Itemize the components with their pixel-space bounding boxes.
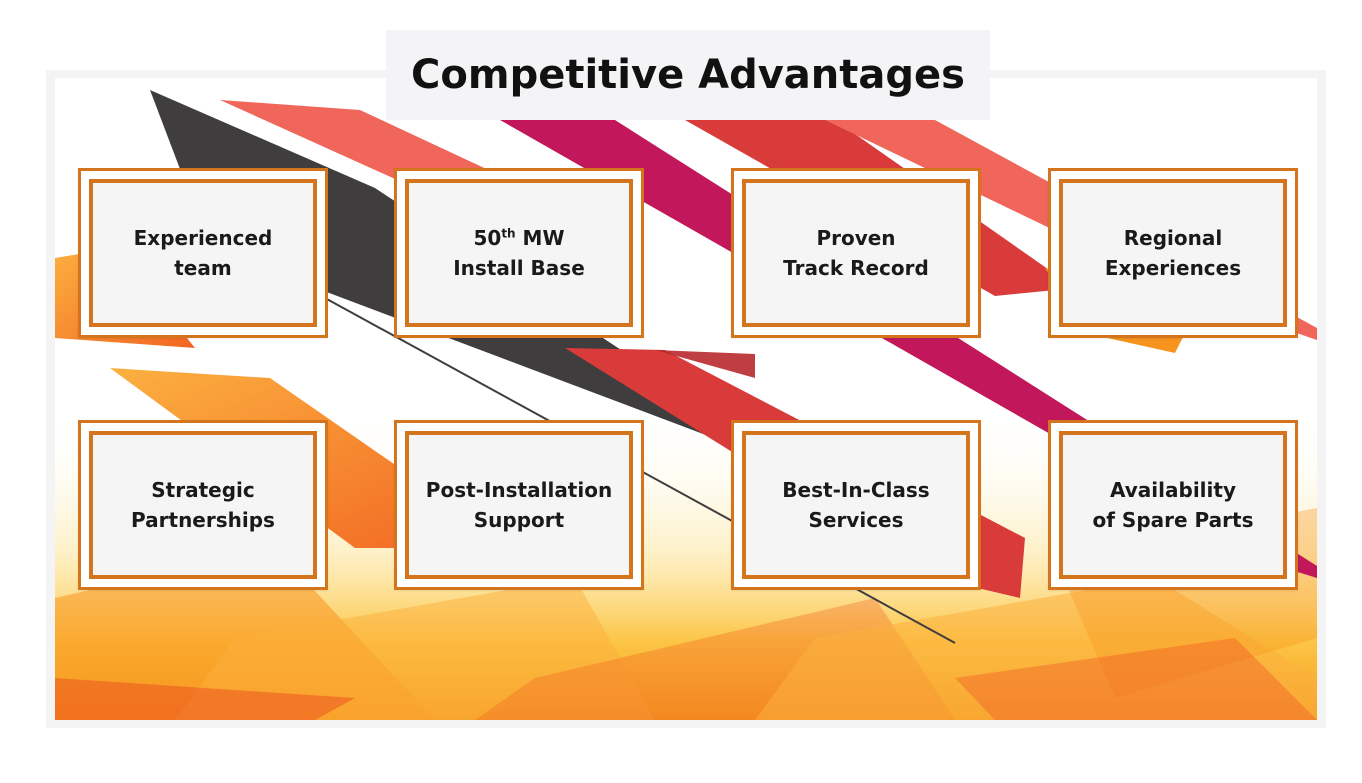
card-proven-track-record: Proven Track Record xyxy=(731,168,981,338)
card-line-2: Experiences xyxy=(1104,256,1242,280)
card-line-1-number: 50 xyxy=(473,226,502,250)
card-spare-parts-availability: Availability of Spare Parts xyxy=(1048,420,1298,590)
card-experienced-team: Experienced team xyxy=(78,168,328,338)
card-label: Strategic Partnerships xyxy=(131,475,275,535)
card-label: 50th MW Install Base xyxy=(453,223,585,283)
abstract-stripes-graphic xyxy=(55,90,1317,720)
card-inner-frame: Post-Installation Support xyxy=(405,431,633,579)
card-line-2: Services xyxy=(808,508,904,532)
card-line-2: of Spare Parts xyxy=(1092,508,1254,532)
card-line-1-unit: MW xyxy=(515,226,565,250)
card-line-2: team xyxy=(174,256,232,280)
card-line-2: Support xyxy=(473,508,565,532)
card-post-installation-support: Post-Installation Support xyxy=(394,420,644,590)
card-line-1: Availability xyxy=(1110,478,1236,502)
card-line-2: Partnerships xyxy=(131,508,275,532)
card-label: Best-In-Class Services xyxy=(782,475,929,535)
card-line-1: 50th MW xyxy=(453,223,585,253)
card-inner-frame: Best-In-Class Services xyxy=(742,431,970,579)
card-line-1: Proven xyxy=(816,226,896,250)
card-line-1: Best-In-Class xyxy=(782,478,930,502)
card-inner-frame: Availability of Spare Parts xyxy=(1059,431,1287,579)
card-label: Availability of Spare Parts xyxy=(1093,475,1254,535)
card-line-1: Post-Installation xyxy=(425,478,613,502)
card-label: Regional Experiences xyxy=(1105,223,1241,283)
card-inner-frame: Regional Experiences xyxy=(1059,179,1287,327)
card-best-in-class-services: Best-In-Class Services xyxy=(731,420,981,590)
card-label: Post-Installation Support xyxy=(426,475,612,535)
card-regional-experiences: Regional Experiences xyxy=(1048,168,1298,338)
card-line-2: Track Record xyxy=(783,256,929,280)
card-strategic-partnerships: Strategic Partnerships xyxy=(78,420,328,590)
card-inner-frame: Experienced team xyxy=(89,179,317,327)
card-label: Proven Track Record xyxy=(783,223,929,283)
card-line-2: Install Base xyxy=(453,256,585,280)
card-line-1: Experienced xyxy=(133,226,273,250)
card-line-1-superscript: th xyxy=(501,226,516,241)
card-label: Experienced team xyxy=(134,223,273,283)
card-inner-frame: Proven Track Record xyxy=(742,179,970,327)
card-inner-frame: Strategic Partnerships xyxy=(89,431,317,579)
title-banner: Competitive Advantages xyxy=(386,30,990,120)
card-line-1: Regional xyxy=(1123,226,1223,250)
card-line-1: Strategic xyxy=(151,478,255,502)
page-title: Competitive Advantages xyxy=(411,52,965,98)
card-install-base: 50th MW Install Base xyxy=(394,168,644,338)
card-inner-frame: 50th MW Install Base xyxy=(405,179,633,327)
